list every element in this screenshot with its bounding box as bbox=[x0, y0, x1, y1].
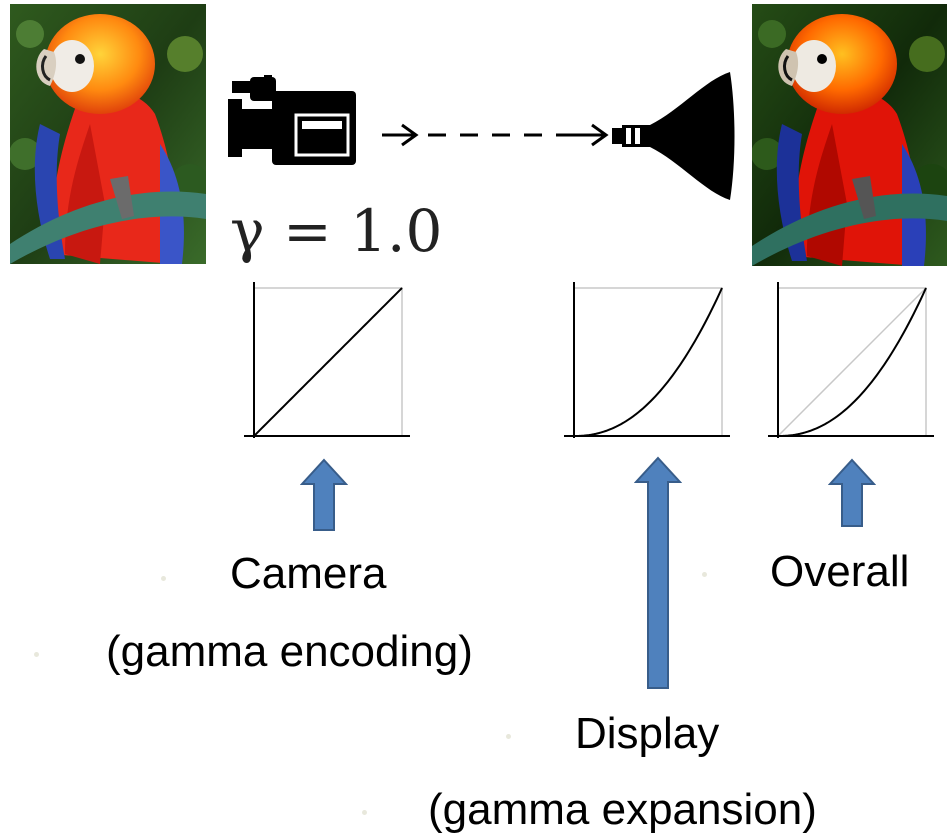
bullet-dot bbox=[34, 652, 39, 657]
overall-up-arrow bbox=[828, 458, 876, 527]
bullet-dot bbox=[506, 734, 511, 739]
camera-label: Camera bbox=[230, 549, 387, 598]
camera-gamma-curve bbox=[253, 287, 403, 437]
display-label: Display bbox=[575, 709, 720, 758]
camera-curve-plot bbox=[244, 282, 410, 438]
bullet-dot bbox=[161, 576, 166, 581]
output-parrot-image bbox=[752, 4, 947, 266]
plot-frame bbox=[573, 287, 723, 437]
video-camera-icon bbox=[228, 75, 356, 165]
bullet-dot bbox=[362, 810, 367, 815]
crt-display-icon bbox=[612, 72, 735, 200]
gamma-value-label: γ = 1.0 bbox=[230, 197, 443, 265]
signal-arrow bbox=[382, 123, 609, 147]
overall-gamma-curve bbox=[777, 287, 927, 437]
overall-label: Overall bbox=[770, 547, 910, 596]
display-curve-plot bbox=[564, 282, 730, 438]
reference-diagonal bbox=[777, 287, 927, 437]
input-parrot-image bbox=[10, 4, 206, 264]
display-gamma-curve bbox=[573, 287, 723, 437]
camera-up-arrow bbox=[300, 458, 348, 531]
camera-sublabel: (gamma encoding) bbox=[106, 627, 473, 676]
display-up-arrow bbox=[634, 456, 682, 689]
bullet-dot bbox=[702, 572, 707, 577]
display-sublabel: (gamma expansion) bbox=[428, 785, 817, 834]
overall-curve-plot bbox=[768, 282, 934, 438]
